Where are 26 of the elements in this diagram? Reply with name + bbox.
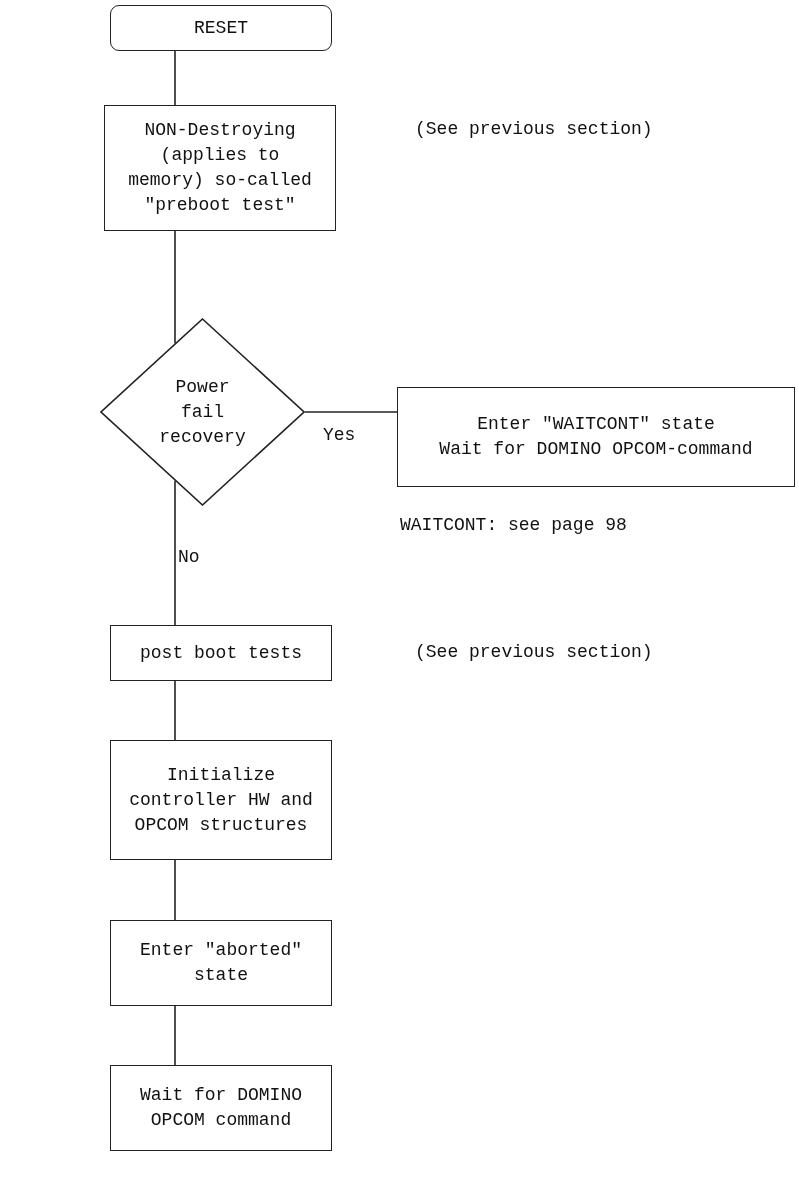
process-box xyxy=(397,387,795,487)
process-box xyxy=(104,105,336,231)
connector-line xyxy=(174,680,176,741)
node-text: Wait for DOMINO OPCOM command xyxy=(139,1084,303,1132)
node-text: Wait for DOMINO OPCOM-command xyxy=(439,438,753,461)
terminal-box xyxy=(110,5,332,51)
node-text: NON-Destroying (applies to memory) so-called "preboot test" xyxy=(127,119,313,217)
note-text: (See previous section) xyxy=(415,641,653,663)
node-text: Power fail recovery xyxy=(158,375,247,449)
connector-line xyxy=(174,859,176,921)
connector-line xyxy=(174,230,176,345)
note-text: (See previous section) xyxy=(415,118,653,140)
node-text: Initialize controller HW and OPCOM structures xyxy=(128,763,314,837)
node-text: Enter "WAITCONT" state xyxy=(477,413,715,436)
process-box xyxy=(110,920,332,1006)
process-box xyxy=(110,625,332,681)
connector-line xyxy=(304,411,398,413)
connector-line xyxy=(174,50,176,106)
node-text: Enter "aborted" state xyxy=(139,939,303,987)
decision-diamond xyxy=(100,318,305,506)
node-text: post boot tests xyxy=(140,641,302,665)
process-box xyxy=(110,740,332,860)
connector-line xyxy=(174,1005,176,1066)
node-text: RESET xyxy=(194,16,248,40)
process-box xyxy=(110,1065,332,1151)
connector-line xyxy=(174,479,176,626)
